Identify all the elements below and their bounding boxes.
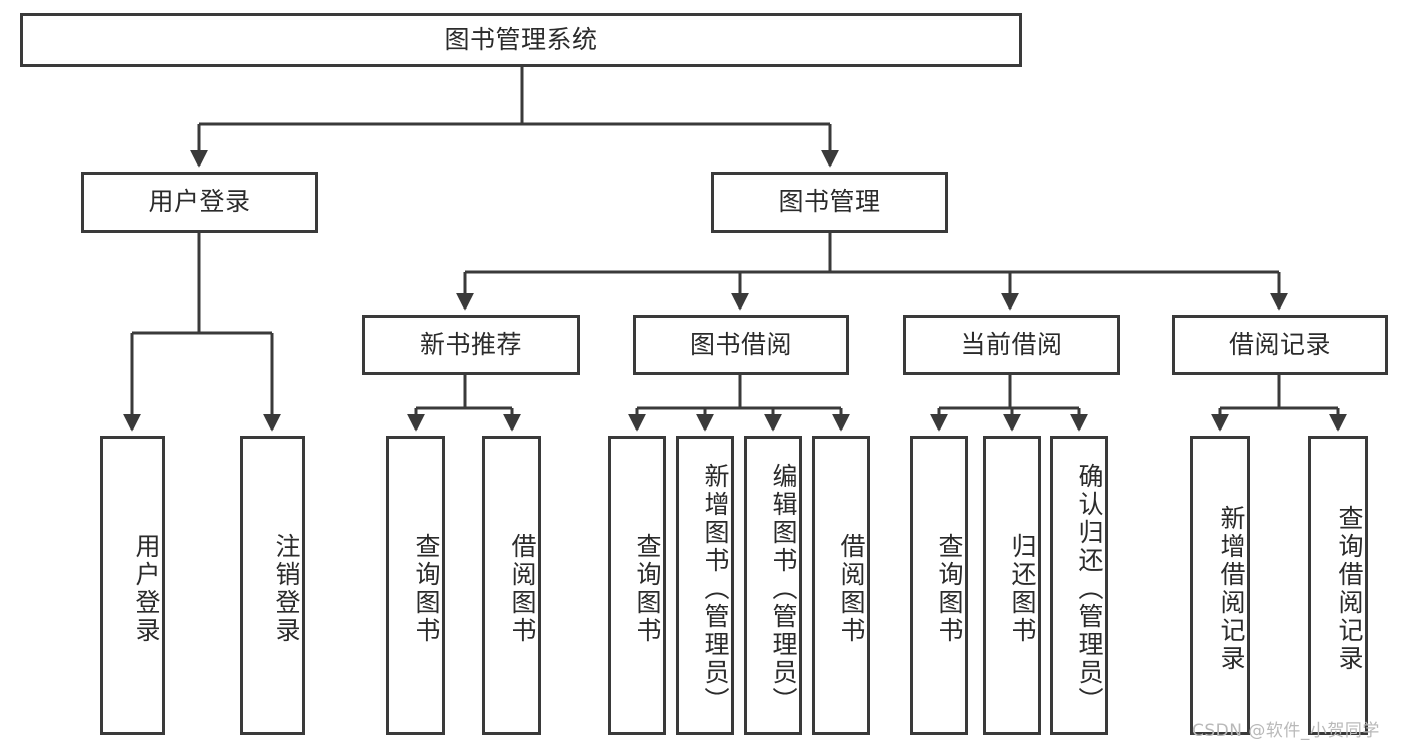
node-current-borrow[interactable]: 当前借阅 — [903, 315, 1120, 375]
node-leaf-query-book-newbooks[interactable]: 查询图书 — [386, 436, 445, 735]
node-leaf-confirm-return-admin[interactable]: 确认归还（管理员） — [1050, 436, 1108, 735]
node-book-borrow[interactable]: 图书借阅 — [633, 315, 849, 375]
node-leaf-label: 查询图书 — [412, 532, 441, 645]
node-current-borrow-label: 当前借阅 — [960, 329, 1063, 359]
node-leaf-query-borrow-record[interactable]: 查询借阅记录 — [1308, 436, 1368, 735]
node-leaf-edit-book-admin[interactable]: 编辑图书（管理员） — [744, 436, 802, 735]
node-leaf-return-book[interactable]: 归还图书 — [983, 436, 1041, 735]
node-leaf-label: 查询图书 — [633, 532, 662, 645]
node-leaf-label: 查询借阅记录 — [1335, 504, 1364, 673]
node-leaf-query-book-current[interactable]: 查询图书 — [910, 436, 968, 735]
node-leaf-logout[interactable]: 注销登录 — [240, 436, 305, 735]
node-book-borrow-label: 图书借阅 — [689, 329, 792, 359]
node-leaf-label: 编辑图书（管理员） — [769, 462, 798, 715]
node-leaf-label: 新增图书（管理员） — [701, 462, 730, 715]
node-new-book-recommend[interactable]: 新书推荐 — [362, 315, 580, 375]
node-leaf-label: 确认归还（管理员） — [1075, 462, 1104, 715]
node-leaf-label: 借阅图书 — [837, 532, 866, 645]
node-leaf-add-book-admin[interactable]: 新增图书（管理员） — [676, 436, 734, 735]
node-leaf-label: 注销登录 — [272, 532, 301, 645]
node-new-book-recommend-label: 新书推荐 — [419, 329, 522, 359]
node-leaf-query-book-borrow[interactable]: 查询图书 — [608, 436, 666, 735]
node-leaf-user-login[interactable]: 用户登录 — [100, 436, 165, 735]
node-leaf-borrow-book-newbooks[interactable]: 借阅图书 — [482, 436, 541, 735]
node-book-management[interactable]: 图书管理 — [711, 172, 948, 233]
node-leaf-borrow-book[interactable]: 借阅图书 — [812, 436, 870, 735]
csdn-watermark: CSDN @软件_小贺同学 — [1192, 721, 1380, 741]
node-user-login[interactable]: 用户登录 — [81, 172, 318, 233]
node-user-login-label: 用户登录 — [148, 187, 251, 217]
node-leaf-add-borrow-record[interactable]: 新增借阅记录 — [1190, 436, 1250, 735]
node-book-management-label: 图书管理 — [778, 187, 881, 217]
node-leaf-label: 用户登录 — [132, 532, 161, 645]
node-leaf-label: 查询图书 — [935, 532, 964, 645]
node-leaf-label: 新增借阅记录 — [1217, 504, 1246, 673]
node-borrow-records[interactable]: 借阅记录 — [1172, 315, 1388, 375]
node-leaf-label: 归还图书 — [1008, 532, 1037, 645]
node-borrow-records-label: 借阅记录 — [1228, 329, 1331, 359]
node-root[interactable]: 图书管理系统 — [20, 13, 1022, 67]
node-leaf-label: 借阅图书 — [508, 532, 537, 645]
node-root-label: 图书管理系统 — [444, 24, 598, 54]
